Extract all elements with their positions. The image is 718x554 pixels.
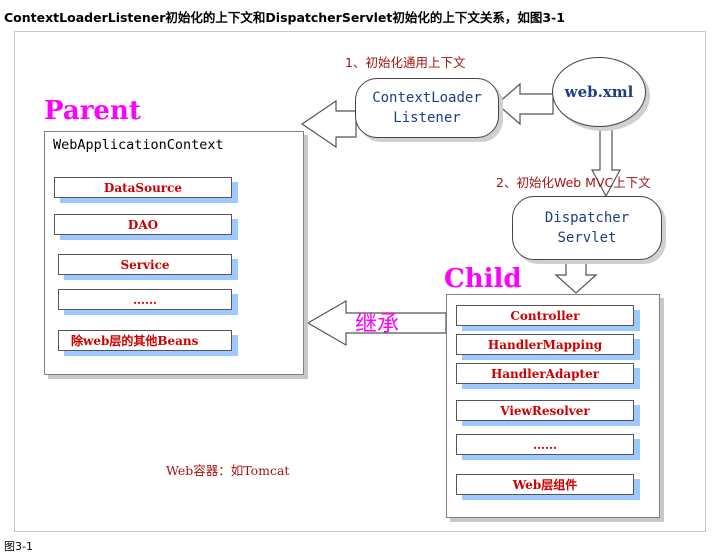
arrow-webxml-to-cll — [496, 82, 554, 126]
cll-line1: ContextLoader — [372, 90, 482, 106]
child-bean-handler-mapping: HandlerMapping — [456, 334, 634, 355]
parent-bean-other: 除web层的其他Beans — [58, 330, 232, 351]
step1-label: 1、初始化通用上下文 — [345, 55, 466, 70]
dispatcher-servlet-node: Dispatcher Servlet — [512, 196, 662, 260]
parent-context-label: WebApplicationContext — [53, 137, 224, 153]
parent-bean-service: Service — [58, 254, 232, 275]
arrow-to-parent — [300, 99, 357, 149]
child-bean-view-resolver: ViewResolver — [456, 400, 634, 421]
web-container-label: Web容器：如Tomcat — [166, 463, 290, 478]
cll-line2: Listener — [393, 110, 461, 126]
web-xml-node: web.xml — [552, 57, 646, 127]
child-bean-handler-adapter: HandlerAdapter — [456, 363, 634, 384]
child-bean-web-layer: Web层组件 — [456, 474, 634, 495]
dispatcher-line2: Servlet — [557, 230, 617, 246]
parent-title: Parent — [44, 96, 141, 126]
parent-bean-ellipsis: …… — [58, 289, 232, 310]
child-title: Child — [444, 264, 522, 294]
child-bean-ellipsis: …… — [456, 434, 634, 455]
parent-bean-datasource: DataSource — [54, 177, 232, 198]
parent-bean-dao: DAO — [54, 214, 232, 235]
child-bean-controller: Controller — [456, 305, 634, 326]
arrow-webxml-to-dispatcher — [590, 125, 622, 198]
arrow-inherit — [306, 299, 447, 347]
step2-label: 2、初始化Web MVC上下文 — [496, 175, 651, 190]
inherit-label: 继承 — [355, 312, 400, 337]
page-heading: ContextLoaderListener初始化的上下文和DispatcherS… — [4, 10, 565, 25]
dispatcher-line1: Dispatcher — [544, 210, 630, 226]
arrow-dispatcher-to-child — [554, 258, 598, 294]
context-loader-listener-node: ContextLoader Listener — [355, 78, 499, 138]
figure-caption: 图3-1 — [4, 540, 33, 553]
